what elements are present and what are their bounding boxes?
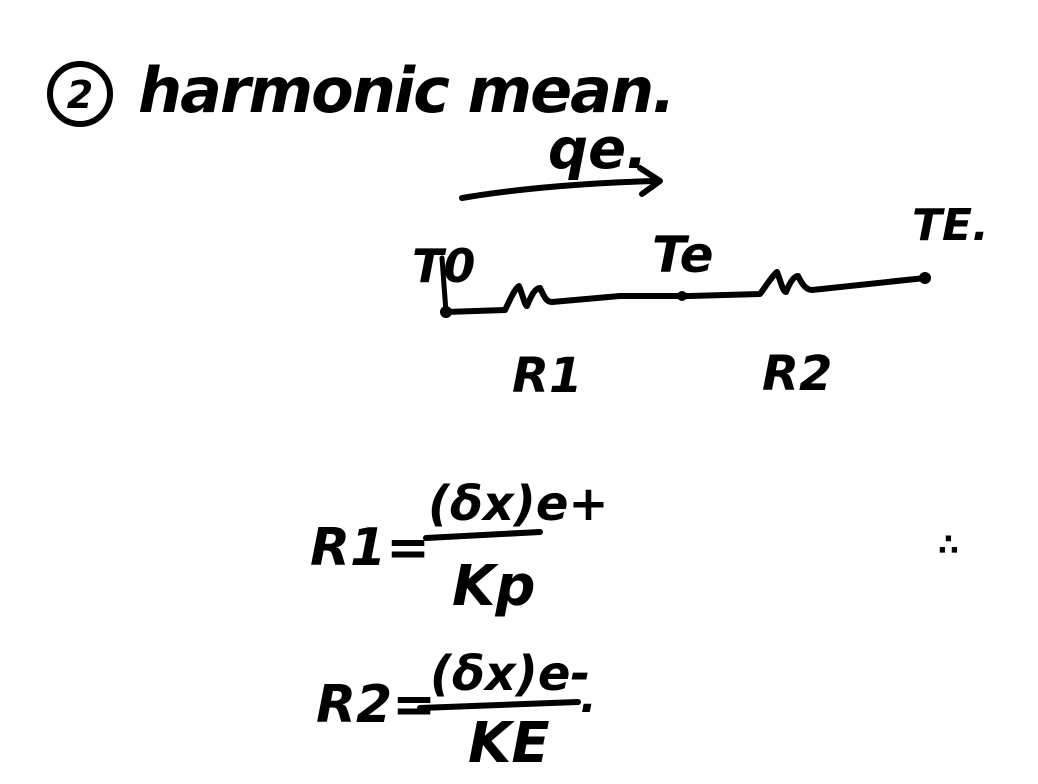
eq2-denominator: KE (468, 711, 550, 776)
flux-label: qe. (548, 117, 647, 182)
eq2-numerator: (δx)e- (430, 646, 590, 702)
resistor-1-label: R1 (512, 348, 582, 404)
node-right-label: TE. (912, 200, 989, 251)
section-number: 2 (67, 73, 93, 117)
side-mark: ∴ (938, 528, 959, 563)
section-number-circle (47, 61, 113, 127)
eq2-fraction-bar (417, 699, 581, 711)
network-wire (443, 269, 928, 315)
heading-group: 2 harmonic mean. (47, 54, 676, 127)
node-right-dot (919, 272, 931, 284)
flux-annotation: qe. (459, 117, 663, 201)
flux-arrow-head (637, 165, 663, 197)
eq2-lhs: R2= (316, 675, 436, 735)
heading-text: harmonic mean. (138, 54, 674, 127)
resistor-network (439, 255, 931, 318)
eq1-denominator: Kp (452, 554, 535, 619)
eq2-trailing-period: . (580, 672, 597, 723)
eq1-numerator: (δx)e+ (428, 476, 609, 532)
equation-r1: R1= (δx)e+ Kp (310, 476, 609, 619)
equation-r2: R2= (δx)e- KE . (316, 646, 597, 776)
node-left-tick (439, 255, 449, 315)
eq1-lhs: R1= (310, 518, 430, 578)
flux-arrow-line (459, 178, 661, 201)
node-mid-label: Te (652, 226, 714, 284)
resistor-2-label: R2 (762, 346, 832, 402)
eq1-fraction-bar (423, 529, 543, 541)
node-mid-dot (677, 291, 687, 301)
